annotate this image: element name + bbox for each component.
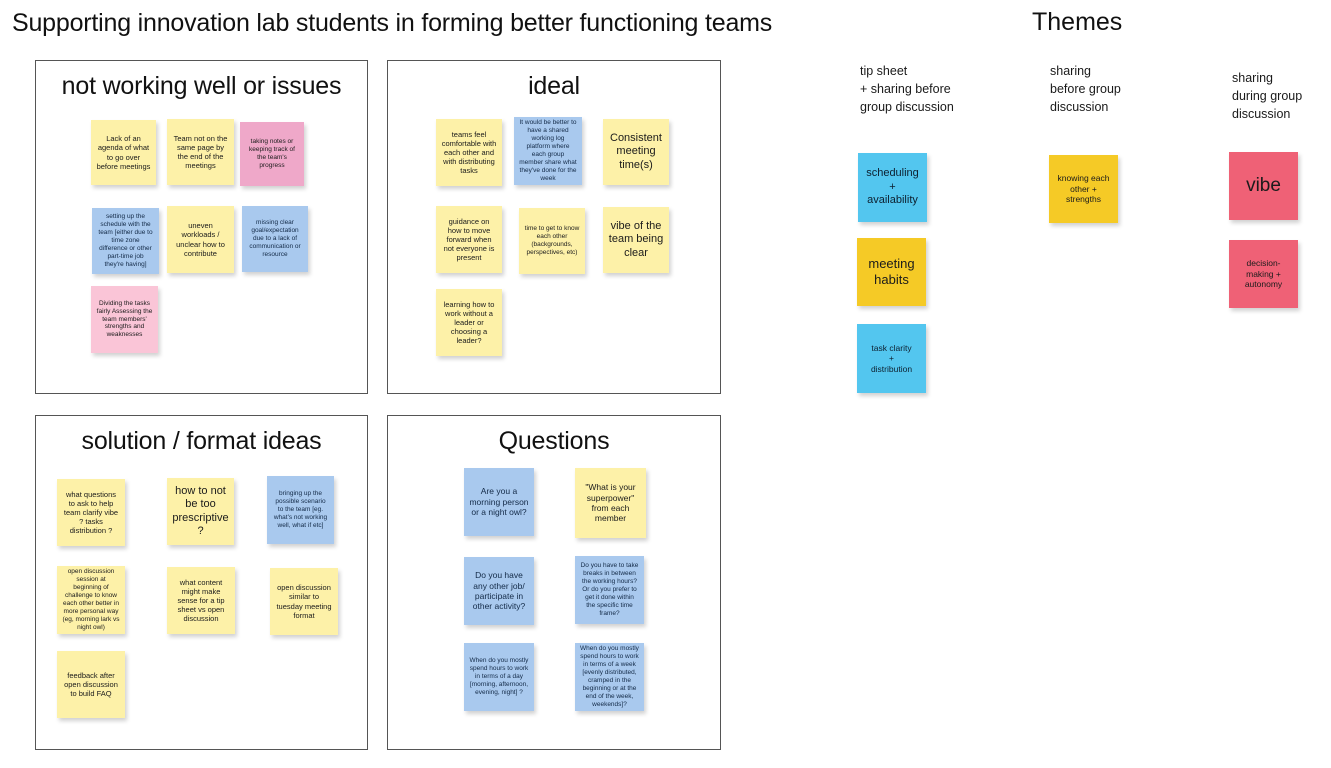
sticky-note[interactable]: Do you have to take breaks in between th… [575, 556, 644, 624]
panel-not-working-well-or-issues: not working well or issues Lack of an ag… [35, 60, 368, 394]
sticky-note[interactable]: When do you mostly spend hours to work i… [575, 643, 644, 711]
sticky-note[interactable]: open discussion session at beginning of … [57, 566, 125, 634]
theme-sticky-note[interactable]: scheduling + availability [858, 153, 927, 222]
sticky-note[interactable]: taking notes or keeping track of the tea… [240, 122, 304, 186]
sticky-note[interactable]: learning how to work without a leader or… [436, 289, 502, 356]
sticky-note[interactable]: Lack of an agenda of what to go over bef… [91, 120, 156, 185]
sticky-note[interactable]: vibe of the team being clear [603, 207, 669, 273]
sticky-note[interactable]: time to get to know each other (backgrou… [519, 208, 585, 274]
sticky-note[interactable]: bringing up the possible scenario to the… [267, 476, 334, 544]
panel-solution-format-ideas: solution / format ideas what questions t… [35, 415, 368, 750]
sticky-note[interactable]: guidance on how to move forward when not… [436, 206, 502, 273]
theme-column-heading-1: tip sheet + sharing before group discuss… [860, 64, 954, 114]
panel-title-solution: solution / format ideas [81, 427, 322, 455]
sticky-note[interactable]: setting up the schedule with the team [e… [92, 208, 159, 274]
theme-sticky-note[interactable]: meeting habits [857, 238, 926, 306]
sticky-note[interactable]: It would be better to have a shared work… [514, 117, 582, 185]
themes-title: Themes [1032, 8, 1123, 36]
sticky-note[interactable]: Team not on the same page by the end of … [167, 119, 234, 185]
sticky-note[interactable]: Do you have any other job/ participate i… [464, 557, 534, 625]
sticky-note[interactable]: Dividing the tasks fairly Assessing the … [91, 286, 158, 353]
panel-title-issues: not working well or issues [61, 72, 342, 100]
sticky-note[interactable]: what questions to ask to help team clari… [57, 479, 125, 546]
theme-sticky-note[interactable]: task clarity + distribution [857, 324, 926, 393]
theme-column-heading-3: sharing during group discussion [1232, 71, 1303, 121]
page-title: Supporting innovation lab students in fo… [12, 9, 773, 37]
panel-questions: Questions Are you a morning person or a … [387, 415, 721, 750]
theme-sticky-note[interactable]: vibe [1229, 152, 1298, 220]
sticky-note[interactable]: open discussion similar to tuesday meeti… [270, 568, 338, 635]
sticky-note[interactable]: Consistent meeting time(s) [603, 119, 669, 185]
theme-sticky-note[interactable]: decision-making + autonomy [1229, 240, 1298, 308]
sticky-note[interactable]: missing clear goal/expectation due to a … [242, 206, 308, 272]
panel-title-questions: Questions [498, 427, 610, 455]
panel-ideal: ideal teams feel comfortable with each o… [387, 60, 721, 394]
theme-column-heading-2: sharing before group discussion [1050, 64, 1121, 114]
theme-sticky-note[interactable]: knowing each other + strengths [1049, 155, 1118, 223]
sticky-note[interactable]: uneven workloads / unclear how to contri… [167, 206, 234, 273]
sticky-note[interactable]: feedback after open discussion to build … [57, 651, 125, 718]
sticky-note[interactable]: teams feel comfortable with each other a… [436, 119, 502, 186]
sticky-note[interactable]: "What is your superpower" from each memb… [575, 468, 646, 538]
sticky-note[interactable]: how to not be too prescriptive? [167, 478, 234, 545]
sticky-note[interactable]: Are you a morning person or a night owl? [464, 468, 534, 536]
sticky-note[interactable]: When do you mostly spend hours to work i… [464, 643, 534, 711]
panel-title-ideal: ideal [528, 72, 580, 100]
sticky-note[interactable]: what content might make sense for a tip … [167, 567, 235, 634]
